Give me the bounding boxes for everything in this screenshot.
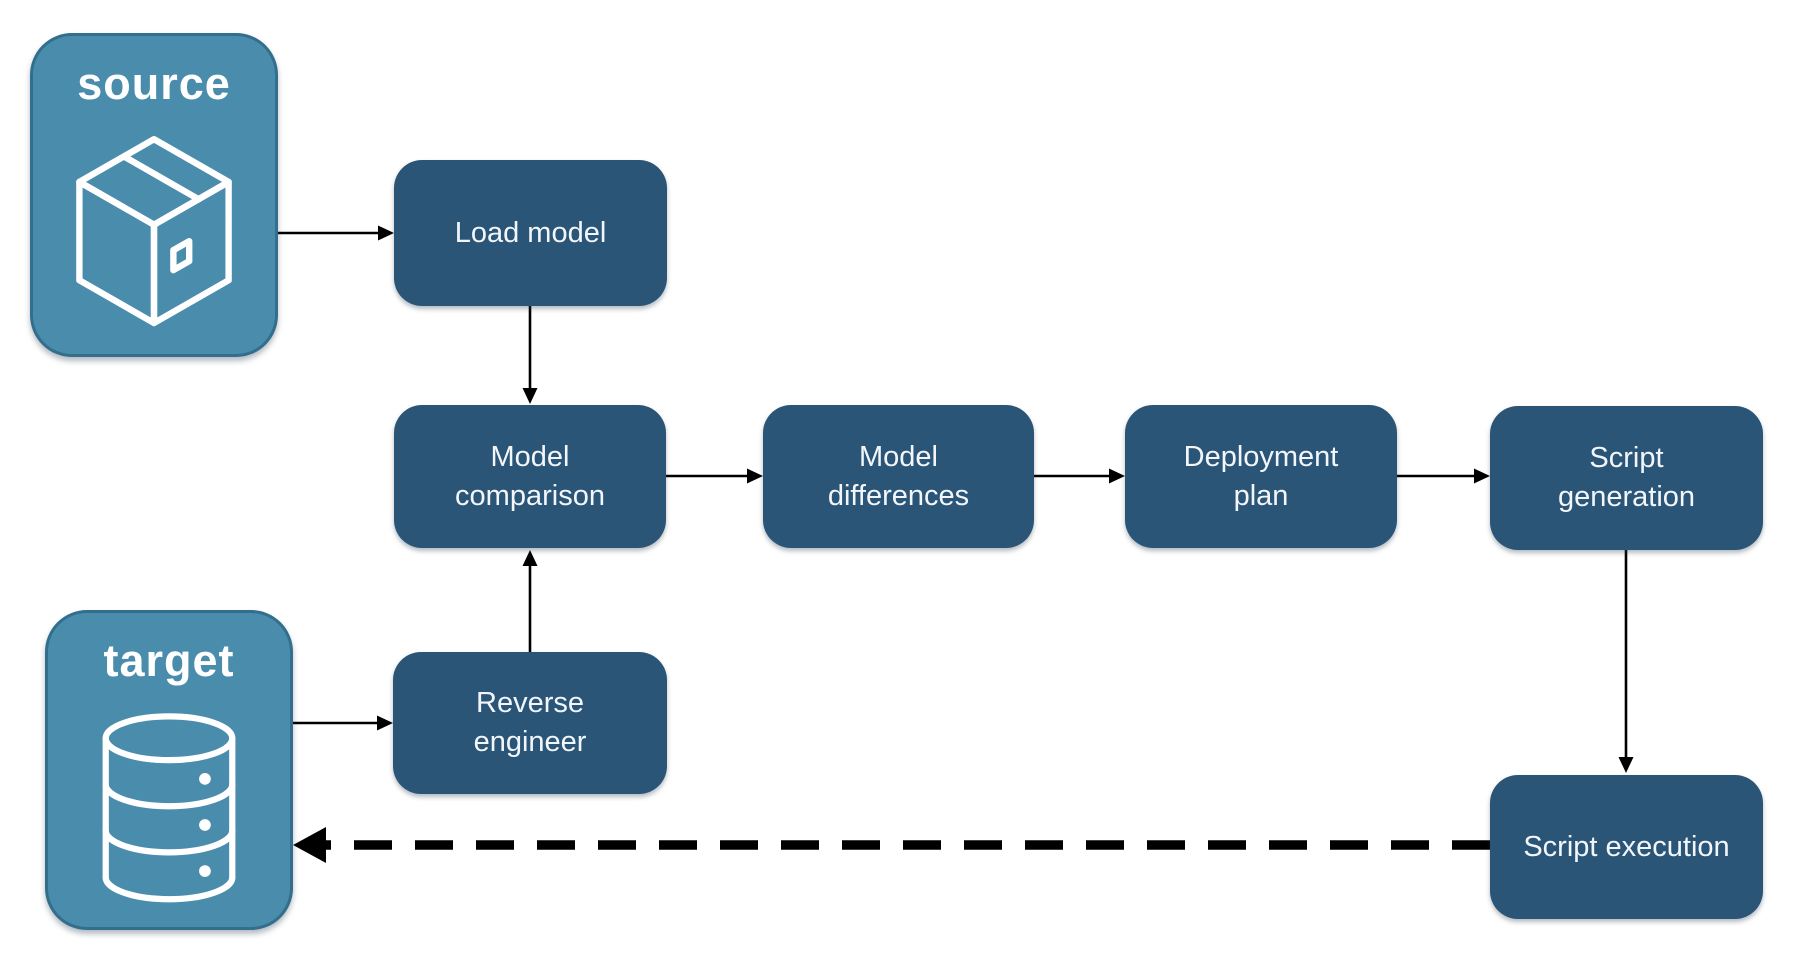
node-label: Script execution [1523, 830, 1730, 863]
package-icon [33, 110, 275, 354]
edge-source-to-load-model [278, 225, 394, 241]
node-label: Script generation [1557, 442, 1696, 513]
edge-script-generation-to-script-execution [1618, 550, 1634, 773]
target-label: target [103, 635, 235, 686]
node-label: Load model [454, 216, 607, 249]
edge-target-to-reverse-engineer [293, 715, 393, 731]
source-label: source [77, 58, 231, 109]
edge-script-execution-to-target-dashed [293, 827, 1490, 863]
node-script-execution: Script execution [1490, 775, 1763, 919]
edge-deployment-plan-to-script-generation [1397, 468, 1490, 484]
node-script-generation: Script generation [1490, 406, 1763, 550]
source-container: source [30, 33, 278, 357]
node-model-comparison: Model comparison [394, 405, 666, 548]
edge-load-model-to-model-comparison [522, 306, 538, 404]
node-reverse-engineer: Reverse engineer [393, 652, 667, 794]
node-deployment-plan: Deployment plan [1125, 405, 1397, 548]
node-model-differences: Model differences [763, 405, 1034, 548]
target-container: target [45, 610, 293, 930]
node-label: Deployment plan [1183, 440, 1339, 512]
edge-model-differences-to-deployment-plan [1034, 468, 1125, 484]
node-label: Reverse engineer [473, 687, 587, 758]
database-icon [48, 687, 290, 927]
edge-model-comparison-to-model-differences [666, 468, 763, 484]
node-label: Model differences [827, 440, 970, 512]
node-load-model: Load model [394, 160, 667, 306]
edge-reverse-engineer-to-model-comparison [522, 550, 538, 652]
node-label: Model comparison [455, 440, 605, 512]
